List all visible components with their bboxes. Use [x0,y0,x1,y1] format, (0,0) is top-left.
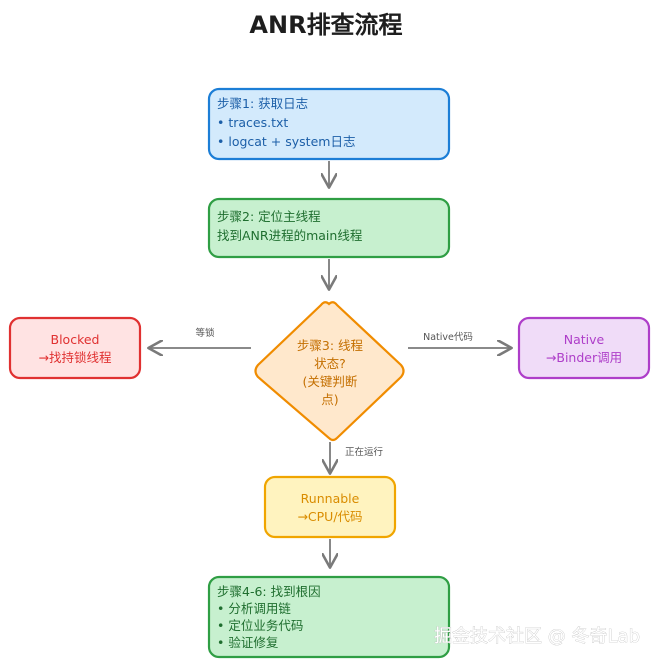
step1-line2: • traces.txt [217,115,288,130]
step4-line3: • 定位业务代码 [217,618,303,633]
runnable-line1: Runnable [301,491,360,506]
step4-line2: • 分析调用链 [217,601,291,616]
step1-node: 步骤1: 获取日志 • traces.txt • logcat + system… [207,87,451,161]
watermark: 掘金技术社区 @ 冬奇Lab [434,626,640,647]
blocked-node: Blocked →找持锁线程 [8,316,142,380]
step2-line1: 步骤2: 定位主线程 [217,209,321,224]
step4-line1: 步骤4-6: 找到根因 [217,584,321,599]
step4-line4: • 验证修复 [217,635,279,650]
step1-line3: • logcat + system日志 [217,134,355,149]
step3-line1: 步骤3: 线程 [297,338,364,353]
step3-line3: (关键判断 [303,374,358,389]
step4-box [207,575,451,659]
native-line1: Native [564,332,605,347]
blocked-line1: Blocked [51,332,100,347]
step3-decision-node: 步骤3: 线程 状态? (关键判断 点) [254,301,405,442]
blocked-line2: →找持锁线程 [39,350,112,365]
step4-node: 步骤4-6: 找到根因 • 分析调用链 • 定位业务代码 • 验证修复 [207,575,451,659]
runnable-line2: →CPU/代码 [297,509,362,524]
step1-box [207,87,451,161]
diagram-title: ANR排查流程 [249,11,402,39]
native-line2: →Binder调用 [546,350,622,365]
step3-line2: 状态? [314,356,346,371]
native-box [517,316,651,380]
step1-line1: 步骤1: 获取日志 [217,96,308,111]
edge-label-blocked: 等锁 [195,327,215,339]
edge-label-runnable: 正在运行 [345,446,384,458]
step2-node: 步骤2: 定位主线程 找到ANR进程的main线程 [207,197,451,259]
runnable-box [263,475,397,539]
runnable-node: Runnable →CPU/代码 [263,475,397,539]
edge-label-native: Native代码 [423,332,473,343]
step2-line2: 找到ANR进程的main线程 [217,228,363,243]
step3-diamond [254,301,405,442]
native-node: Native →Binder调用 [517,316,651,380]
blocked-box [8,316,142,380]
step2-box [207,197,451,259]
step3-line4: 点) [321,392,338,407]
